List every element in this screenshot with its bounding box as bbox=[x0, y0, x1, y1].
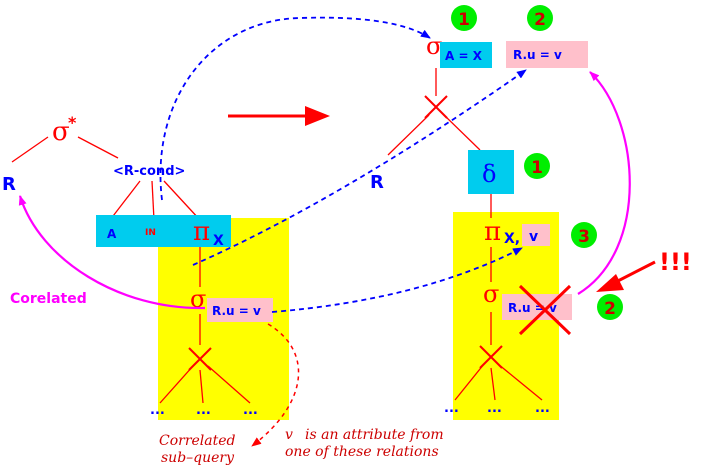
right-pi-sub-x: X, bbox=[504, 231, 520, 247]
pi-v-box bbox=[522, 224, 550, 246]
blue-diag bbox=[192, 69, 527, 266]
right-leaf-1: ... bbox=[444, 401, 459, 416]
edge-rcond-a bbox=[109, 180, 141, 221]
strike-cross bbox=[518, 284, 572, 336]
edge-join-leaf-3 bbox=[207, 365, 251, 404]
left-root-star: * bbox=[68, 113, 77, 132]
right-pi-sub-v: v bbox=[529, 229, 538, 245]
badge-1-top-label: 1 bbox=[458, 10, 470, 30]
right-pi: π bbox=[484, 217, 501, 247]
left-leaf-3: ... bbox=[243, 403, 258, 418]
badge-1-top bbox=[451, 5, 477, 31]
delta-box bbox=[468, 150, 514, 194]
right-sub-sigma: σ bbox=[483, 280, 499, 308]
blue-bottom bbox=[271, 247, 523, 313]
r-cond-label: <R-cond> bbox=[113, 164, 185, 179]
edge-cross-delta bbox=[443, 114, 481, 151]
right-relation-r: R bbox=[370, 172, 384, 193]
right-cross bbox=[424, 95, 448, 119]
badge-2-sub-label: 2 bbox=[604, 299, 616, 319]
left-tree: σ * R <R-cond> A IN π X σ R.u = v ... ..… bbox=[2, 113, 289, 420]
left-leaf-1: ... bbox=[150, 403, 165, 418]
connectors bbox=[18, 16, 631, 447]
cond-ax-box bbox=[440, 42, 492, 68]
annotations: Corelated Correlated sub–query v is an a… bbox=[10, 291, 444, 466]
v-letter: v bbox=[285, 427, 293, 443]
attr-line2: one of these relations bbox=[285, 444, 439, 460]
left-sub-cond: R.u = v bbox=[212, 304, 261, 318]
cond-ruv-box bbox=[506, 41, 588, 68]
left-relation-r: R bbox=[2, 174, 16, 195]
magenta-corelated bbox=[18, 195, 206, 310]
correlated-line1: Correlated bbox=[159, 433, 236, 449]
in-condition-box bbox=[96, 215, 231, 247]
blue-arc-top bbox=[159, 16, 431, 201]
edge-join-leaf-2 bbox=[199, 369, 204, 404]
cond-a: A bbox=[107, 227, 117, 241]
cond-ax: A = X bbox=[445, 49, 483, 63]
transform-arrow bbox=[228, 106, 330, 126]
left-sub-sigma: σ bbox=[190, 285, 206, 313]
edge-sigma-rcond bbox=[77, 136, 119, 159]
cond-pi: π bbox=[193, 217, 210, 247]
edge-rjoin-leaf-1 bbox=[454, 363, 485, 401]
right-top-sigma: σ bbox=[426, 32, 442, 60]
attr-line1: is an attribute from bbox=[305, 427, 444, 443]
badge-1-delta bbox=[524, 153, 550, 179]
left-root-sigma: σ bbox=[52, 117, 70, 147]
edge-rcond-pi bbox=[163, 180, 201, 221]
magenta-right bbox=[577, 71, 631, 295]
badge-2-top bbox=[527, 5, 553, 31]
right-leaf-2: ... bbox=[487, 401, 502, 416]
cond-in: IN bbox=[145, 228, 156, 238]
exclaim-arrow bbox=[596, 260, 656, 292]
edge-rjoin-leaf-2 bbox=[490, 367, 496, 401]
cond-pi-sub: X bbox=[213, 233, 224, 249]
badge-2-sub bbox=[597, 294, 623, 320]
right-leaf-3: ... bbox=[535, 401, 550, 416]
exclaim-mark: !!! bbox=[659, 248, 692, 276]
left-leaf-2: ... bbox=[196, 403, 211, 418]
edge-rcond-in bbox=[151, 180, 155, 221]
right-tree: 1 2 σ A = X R.u = v R δ 1 π X, v 3 σ R.u… bbox=[370, 5, 692, 420]
red-dashed-curve bbox=[251, 323, 300, 447]
correlated-line2: sub–query bbox=[161, 450, 235, 466]
left-sub-cond-box bbox=[207, 298, 273, 322]
badge-2-top-label: 2 bbox=[534, 10, 546, 30]
edge-sigma-r bbox=[11, 136, 49, 163]
badge-1-delta-label: 1 bbox=[531, 158, 543, 178]
delta-symbol: δ bbox=[482, 160, 496, 188]
badge-3 bbox=[571, 222, 597, 248]
edge-rjoin-leaf-3 bbox=[497, 363, 543, 401]
badge-3-label: 3 bbox=[578, 227, 590, 247]
cond-ruv: R.u = v bbox=[513, 48, 562, 62]
edge-cross-r bbox=[387, 114, 430, 156]
edge-join-leaf-1 bbox=[159, 365, 194, 404]
corelated-label: Corelated bbox=[10, 291, 87, 307]
